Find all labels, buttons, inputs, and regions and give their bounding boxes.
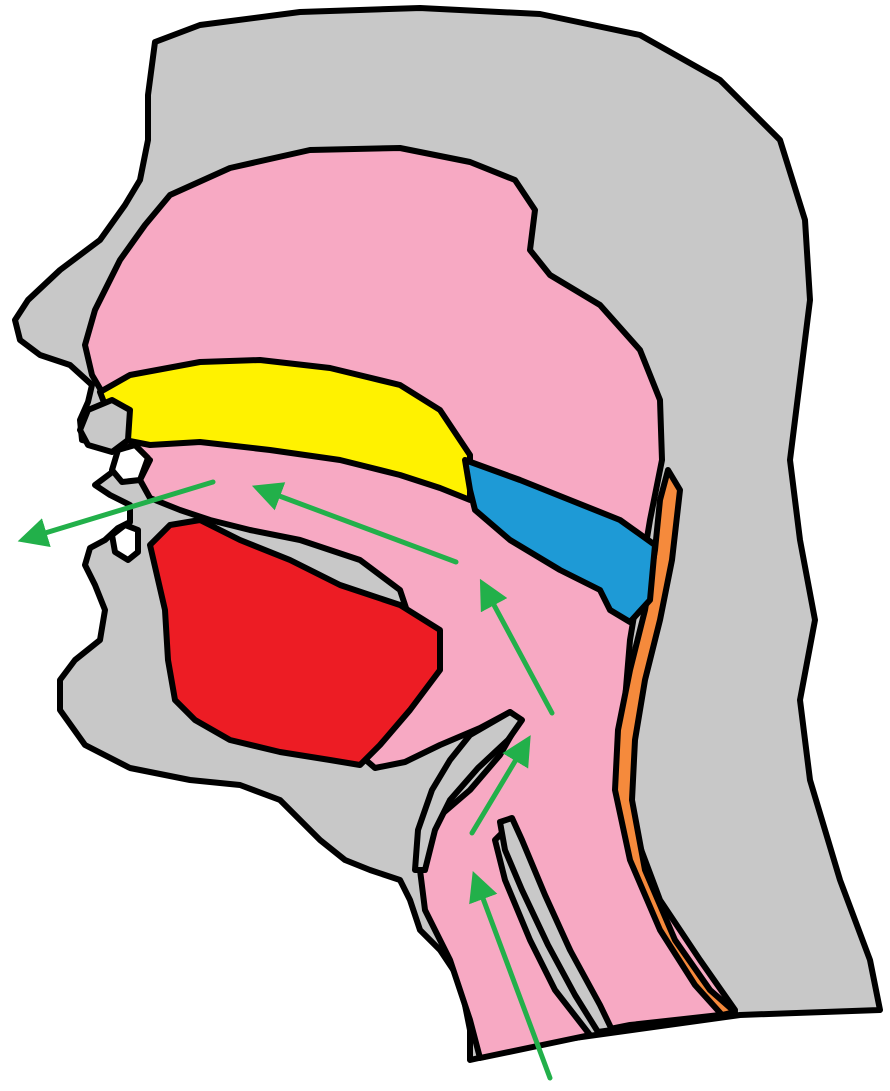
upper-white-tooth [112, 445, 148, 482]
upper-incisor [80, 400, 130, 452]
lower-white-tooth [112, 525, 138, 560]
